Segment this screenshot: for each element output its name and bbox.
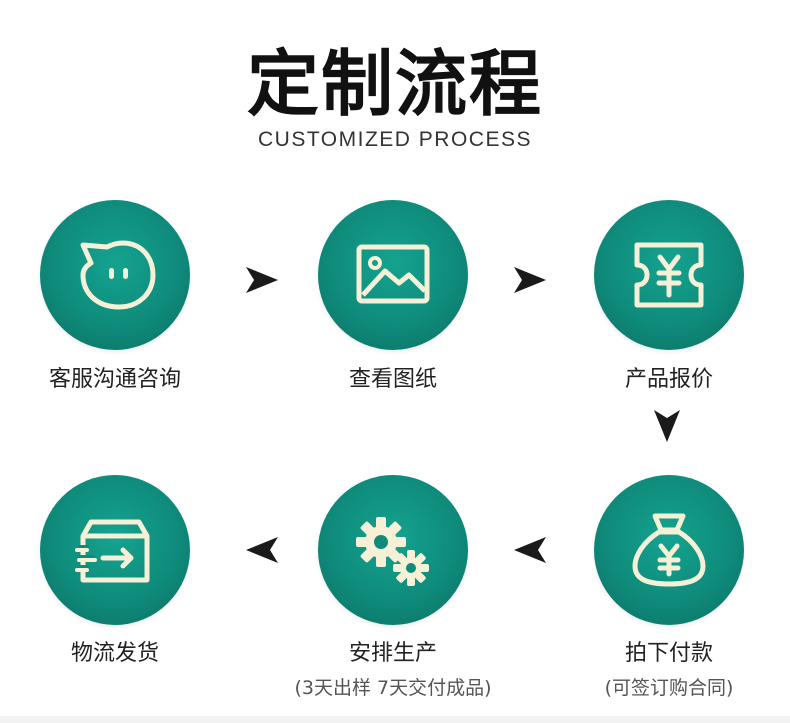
step-payment: 拍下付款 (可签订购合同) (594, 475, 744, 699)
step-circle (40, 475, 190, 625)
arrow-right-icon (246, 267, 278, 293)
step-note: (3天出样 7天交付成品) (294, 677, 492, 699)
arrow-right-icon (514, 267, 546, 293)
step-circle (318, 475, 468, 625)
step-view-drawings: 查看图纸 (318, 200, 468, 392)
bottom-divider (0, 716, 790, 723)
step-quote: 产品报价 (594, 200, 744, 392)
step-consult: 客服沟通咨询 (40, 200, 190, 392)
gears-icon (356, 517, 429, 586)
step-label: 客服沟通咨询 (48, 367, 181, 392)
chat-bubble-icon (80, 240, 156, 310)
step-circle (594, 475, 744, 625)
step-label: 安排生产 (348, 641, 437, 666)
yen-ticket-icon (634, 242, 704, 308)
step-label: 拍下付款 (624, 641, 713, 666)
arrow-left-icon (514, 537, 546, 563)
delivery-box-icon (75, 519, 150, 583)
money-bag-icon (632, 513, 706, 587)
step-label: 查看图纸 (348, 367, 437, 392)
step-circle (40, 200, 190, 350)
step-circle (594, 200, 744, 350)
step-production: 安排生产 (3天出样 7天交付成品) (294, 475, 492, 699)
page-title: 定制流程 (246, 42, 543, 126)
step-note: (可签订购合同) (604, 677, 734, 699)
page-subtitle: CUSTOMIZED PROCESS (258, 128, 532, 151)
arrow-down-icon (654, 410, 680, 442)
step-shipping: 物流发货 (40, 475, 190, 666)
step-circle (318, 200, 468, 350)
step-label: 物流发货 (70, 641, 159, 666)
step-label: 产品报价 (624, 367, 713, 392)
arrow-left-icon (246, 537, 278, 563)
image-icon (356, 244, 430, 304)
